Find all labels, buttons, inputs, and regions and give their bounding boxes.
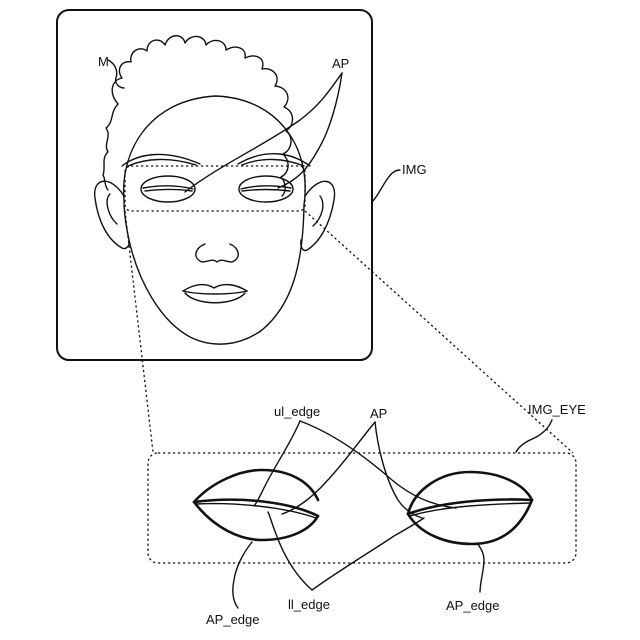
label-ap-edge-right: AP_edge: [446, 598, 500, 613]
img-eye-leader: [516, 420, 552, 452]
right-ear-inner: [313, 196, 323, 226]
label-img-eye: IMG_EYE: [528, 402, 586, 417]
hair-outline: [112, 36, 292, 196]
label-ll-edge: ll_edge: [288, 597, 330, 612]
projection-line-left: [125, 211, 153, 452]
left-eye-lid-line-2: [145, 190, 192, 192]
label-ap-bottom: AP: [370, 406, 387, 421]
ll-edge-leader-right: [312, 518, 424, 590]
face-outline: [124, 96, 306, 344]
label-ap-top: AP: [332, 56, 349, 71]
ul-edge-leader-left: [254, 421, 300, 506]
left-ear-inner: [107, 194, 117, 224]
ap-top-leader-1: [185, 73, 342, 192]
left-eye-lid-line: [143, 186, 193, 189]
left-eye-closeup-upper: [194, 470, 318, 502]
nose: [196, 244, 238, 262]
ap-edge-right-leader: [478, 544, 484, 592]
label-ul-edge: ul_edge: [274, 404, 320, 419]
ap-bottom-leader-left: [282, 422, 375, 514]
ll-edge-leader-left: [268, 512, 312, 590]
ap-edge-left-leader: [233, 542, 252, 608]
lip-line: [183, 291, 247, 294]
ap-bottom-leader-right: [375, 422, 422, 518]
upper-lip: [183, 285, 247, 291]
label-m: M: [98, 54, 109, 69]
ul-edge-leader-right: [300, 421, 456, 508]
eye-closeup-frame: [148, 453, 576, 563]
label-img: IMG: [402, 162, 427, 177]
img-leader: [372, 170, 400, 202]
right-eye-lid-line-2: [242, 190, 290, 192]
right-eye-closeup-ll-edge: [410, 503, 530, 516]
right-eyebrow-lower: [242, 159, 304, 166]
hair-left-side: [103, 104, 118, 190]
left-eyebrow-lower: [128, 159, 196, 166]
label-ap-edge-left: AP_edge: [206, 612, 260, 627]
